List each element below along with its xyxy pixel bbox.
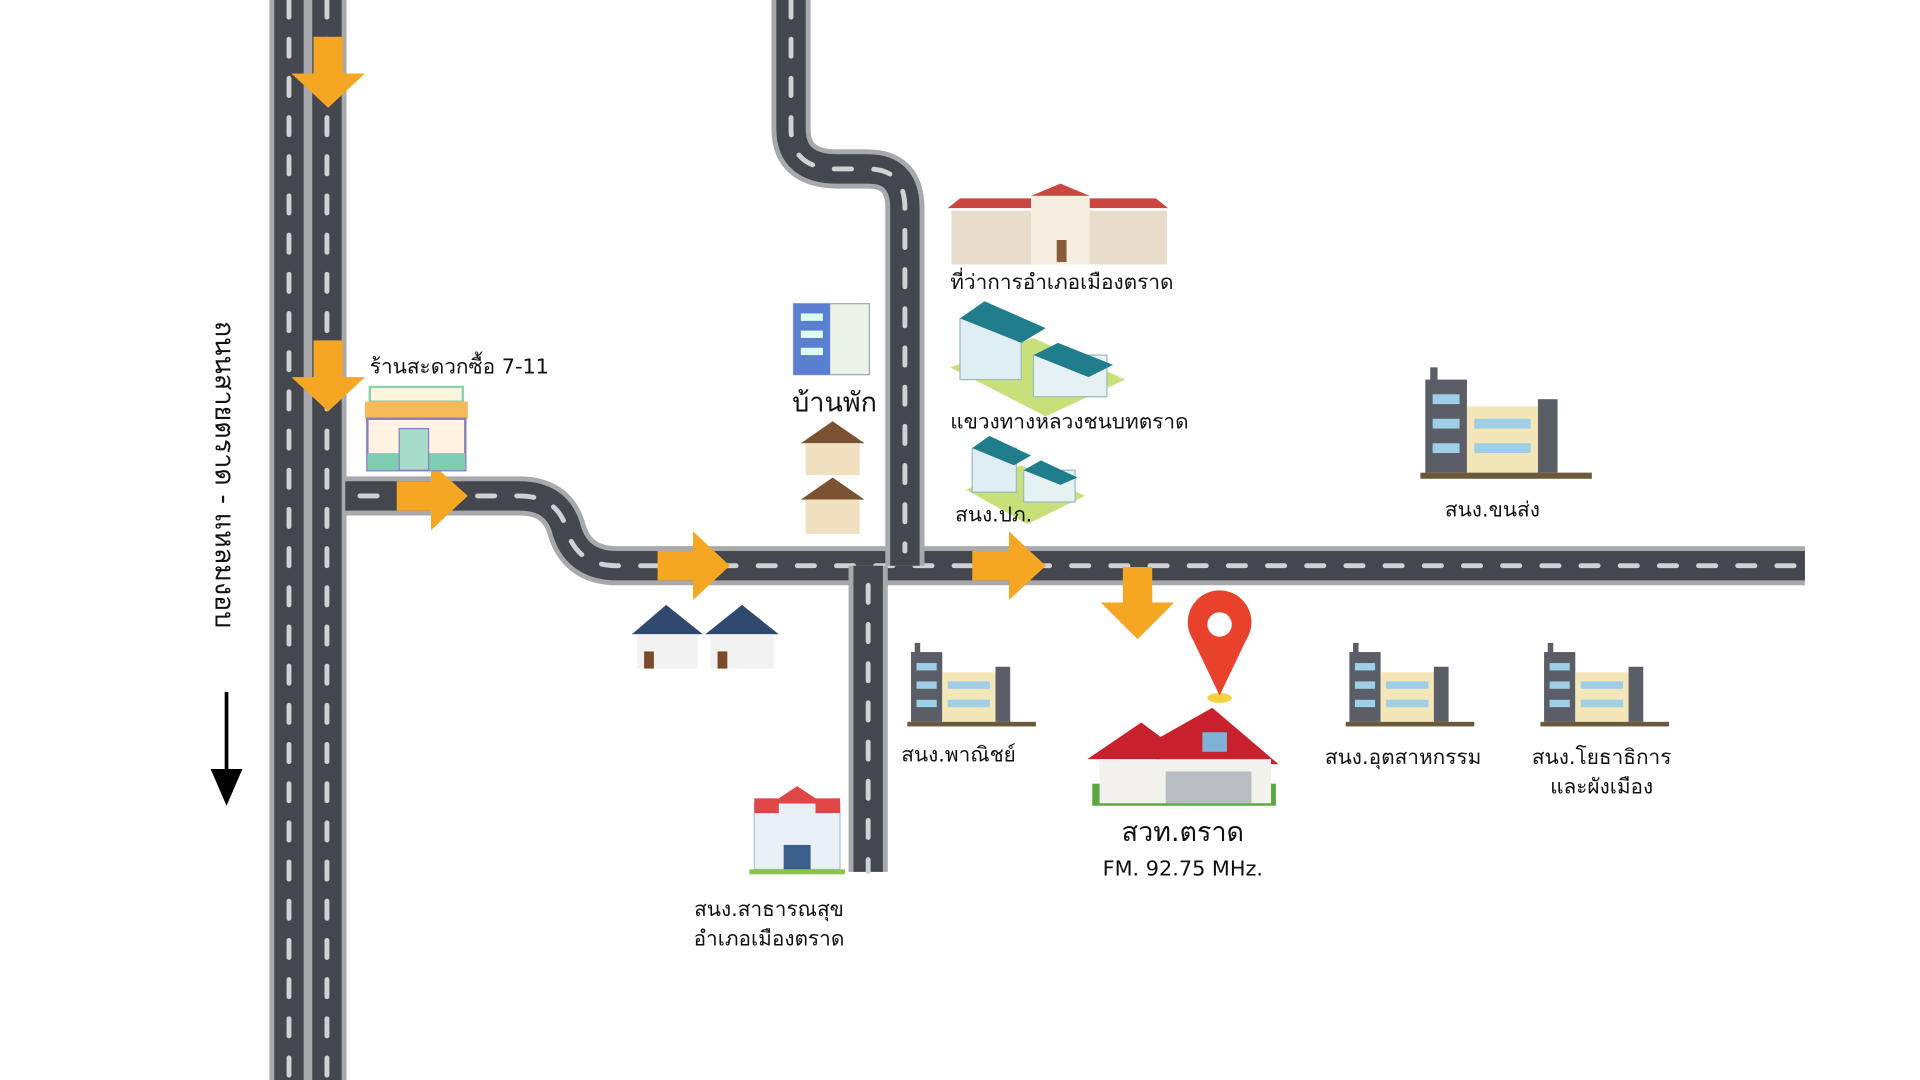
houses-icon bbox=[631, 604, 779, 669]
arrow-right-icon bbox=[657, 531, 730, 600]
industry-office-building-icon bbox=[1345, 642, 1475, 727]
destination-frequency: FM. 92.75 MHz. bbox=[1103, 857, 1263, 881]
arrow-down-icon bbox=[291, 36, 365, 108]
office-building-icon bbox=[950, 301, 1126, 417]
hospital-icon bbox=[749, 786, 845, 875]
destination-name: สวท.ตราด bbox=[1122, 817, 1244, 848]
apartment-building-icon bbox=[792, 303, 870, 376]
arrow-right-icon bbox=[972, 531, 1046, 600]
lodging-label: บ้านพัก bbox=[792, 387, 877, 418]
north-road bbox=[771, 0, 925, 566]
commerce-office-building-icon bbox=[907, 642, 1036, 727]
house-icon bbox=[800, 421, 865, 534]
seven-eleven-label: ร้านสะดวกซื้อ 7-11 bbox=[370, 351, 549, 378]
district-office-label: ที่ว่าการอำเภอเมืองตราด bbox=[950, 268, 1173, 294]
health-office-label-line2: อำเภอเมืองตราด bbox=[694, 926, 845, 950]
public-works-office-label-line2: และผังเมือง bbox=[1550, 774, 1653, 798]
arrow-down-icon bbox=[1100, 566, 1175, 640]
arrow-down-icon bbox=[291, 340, 365, 412]
road-name-text: ถนนสายตราด - แหลมงอบ bbox=[209, 321, 240, 629]
arrow-right-icon bbox=[396, 462, 468, 531]
rural-roads-office-label: แขวงทางหลวงชนบทตราด bbox=[950, 410, 1188, 434]
location-pin-icon bbox=[1187, 590, 1252, 703]
transport-office-building-icon bbox=[1420, 367, 1592, 479]
industry-office-label: สนง.อุตสาหกรรม bbox=[1325, 745, 1481, 770]
roads bbox=[269, 0, 1808, 1080]
district-office-building-icon bbox=[947, 183, 1169, 265]
convenience-store-icon bbox=[364, 385, 468, 472]
branch-road-main bbox=[345, 476, 1808, 586]
radio-station-house-icon bbox=[1087, 707, 1279, 806]
health-office-label-line1: สนง.สาธารณสุข bbox=[694, 897, 844, 922]
public-works-office-label-line1: สนง.โยธาธิการ bbox=[1532, 745, 1672, 769]
public-works-office-building-icon bbox=[1540, 642, 1669, 727]
arrow-down-icon bbox=[210, 768, 243, 806]
road-name-label: ถนนสายตราด - แหลมงอบ bbox=[209, 321, 243, 806]
transport-office-label: สนง.ขนส่ง bbox=[1445, 498, 1540, 522]
office-building-icon bbox=[966, 435, 1085, 525]
commerce-office-label: สนง.พาณิชย์ bbox=[901, 743, 1016, 767]
pk-office-label: สนง.ปภ. bbox=[955, 503, 1032, 527]
